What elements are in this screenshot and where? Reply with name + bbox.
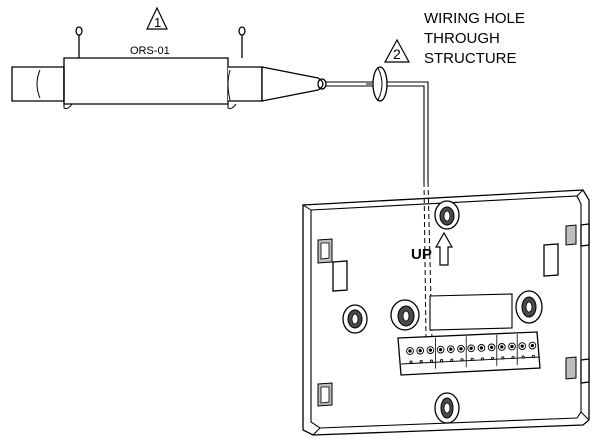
terminal-screw-head [500,345,504,349]
terminal-contact [409,360,413,364]
wiring-note-line-1: WIRING HOLE [424,10,525,27]
terminal-screw-head [428,348,433,352]
terminal-contact [450,358,454,362]
wiring-note-line-3: STRUCTURE [424,50,517,67]
terminal-screw-head [469,346,473,350]
wiring-note-line-2: THROUGH [424,30,500,47]
terminal-contact [511,355,515,360]
up-arrow-icon [434,231,454,266]
terminal-screw-head [408,349,412,353]
sensor-model-label: ORS-01 [130,45,170,57]
terminal-contact [491,356,495,360]
terminal-screw-head [418,348,422,353]
callout-1-triangle: 1 [146,6,168,30]
orientation-label: UP [411,246,432,263]
terminal-contact [470,357,474,361]
bottom-keyhole-slot [434,392,460,424]
terminal-contact [501,356,505,360]
terminal-screw-head [459,347,463,351]
sensor-wire [326,81,429,182]
terminal-screw-head [449,347,453,351]
top-keyhole-slot [434,200,460,230]
terminal-contact [480,357,484,361]
terminal-contact [419,360,423,364]
terminal-screw-head [510,344,514,349]
wiring-hole-grommet [366,66,388,102]
terminal-screw-head [438,347,443,352]
terminal-screw-head [520,344,524,348]
callout-2-triangle: 2 [383,38,411,63]
terminal-screw-head [479,346,484,350]
callout-2-number: 2 [393,46,401,62]
right-mounting-slot [515,290,543,324]
terminal-screw-head [489,345,494,350]
terminal-contact [521,355,525,359]
terminal-contact [429,359,433,363]
center-mounting-slot [390,299,420,331]
terminal-contact [531,355,535,359]
callout-1-number: 1 [154,15,161,30]
terminal-contact [460,358,464,362]
terminal-block [397,331,541,376]
terminal-contact [440,359,444,363]
terminal-screw-head [530,343,535,348]
wire-opening [429,293,513,331]
left-mounting-slot [342,304,368,334]
outdoor-sensor [11,26,327,109]
